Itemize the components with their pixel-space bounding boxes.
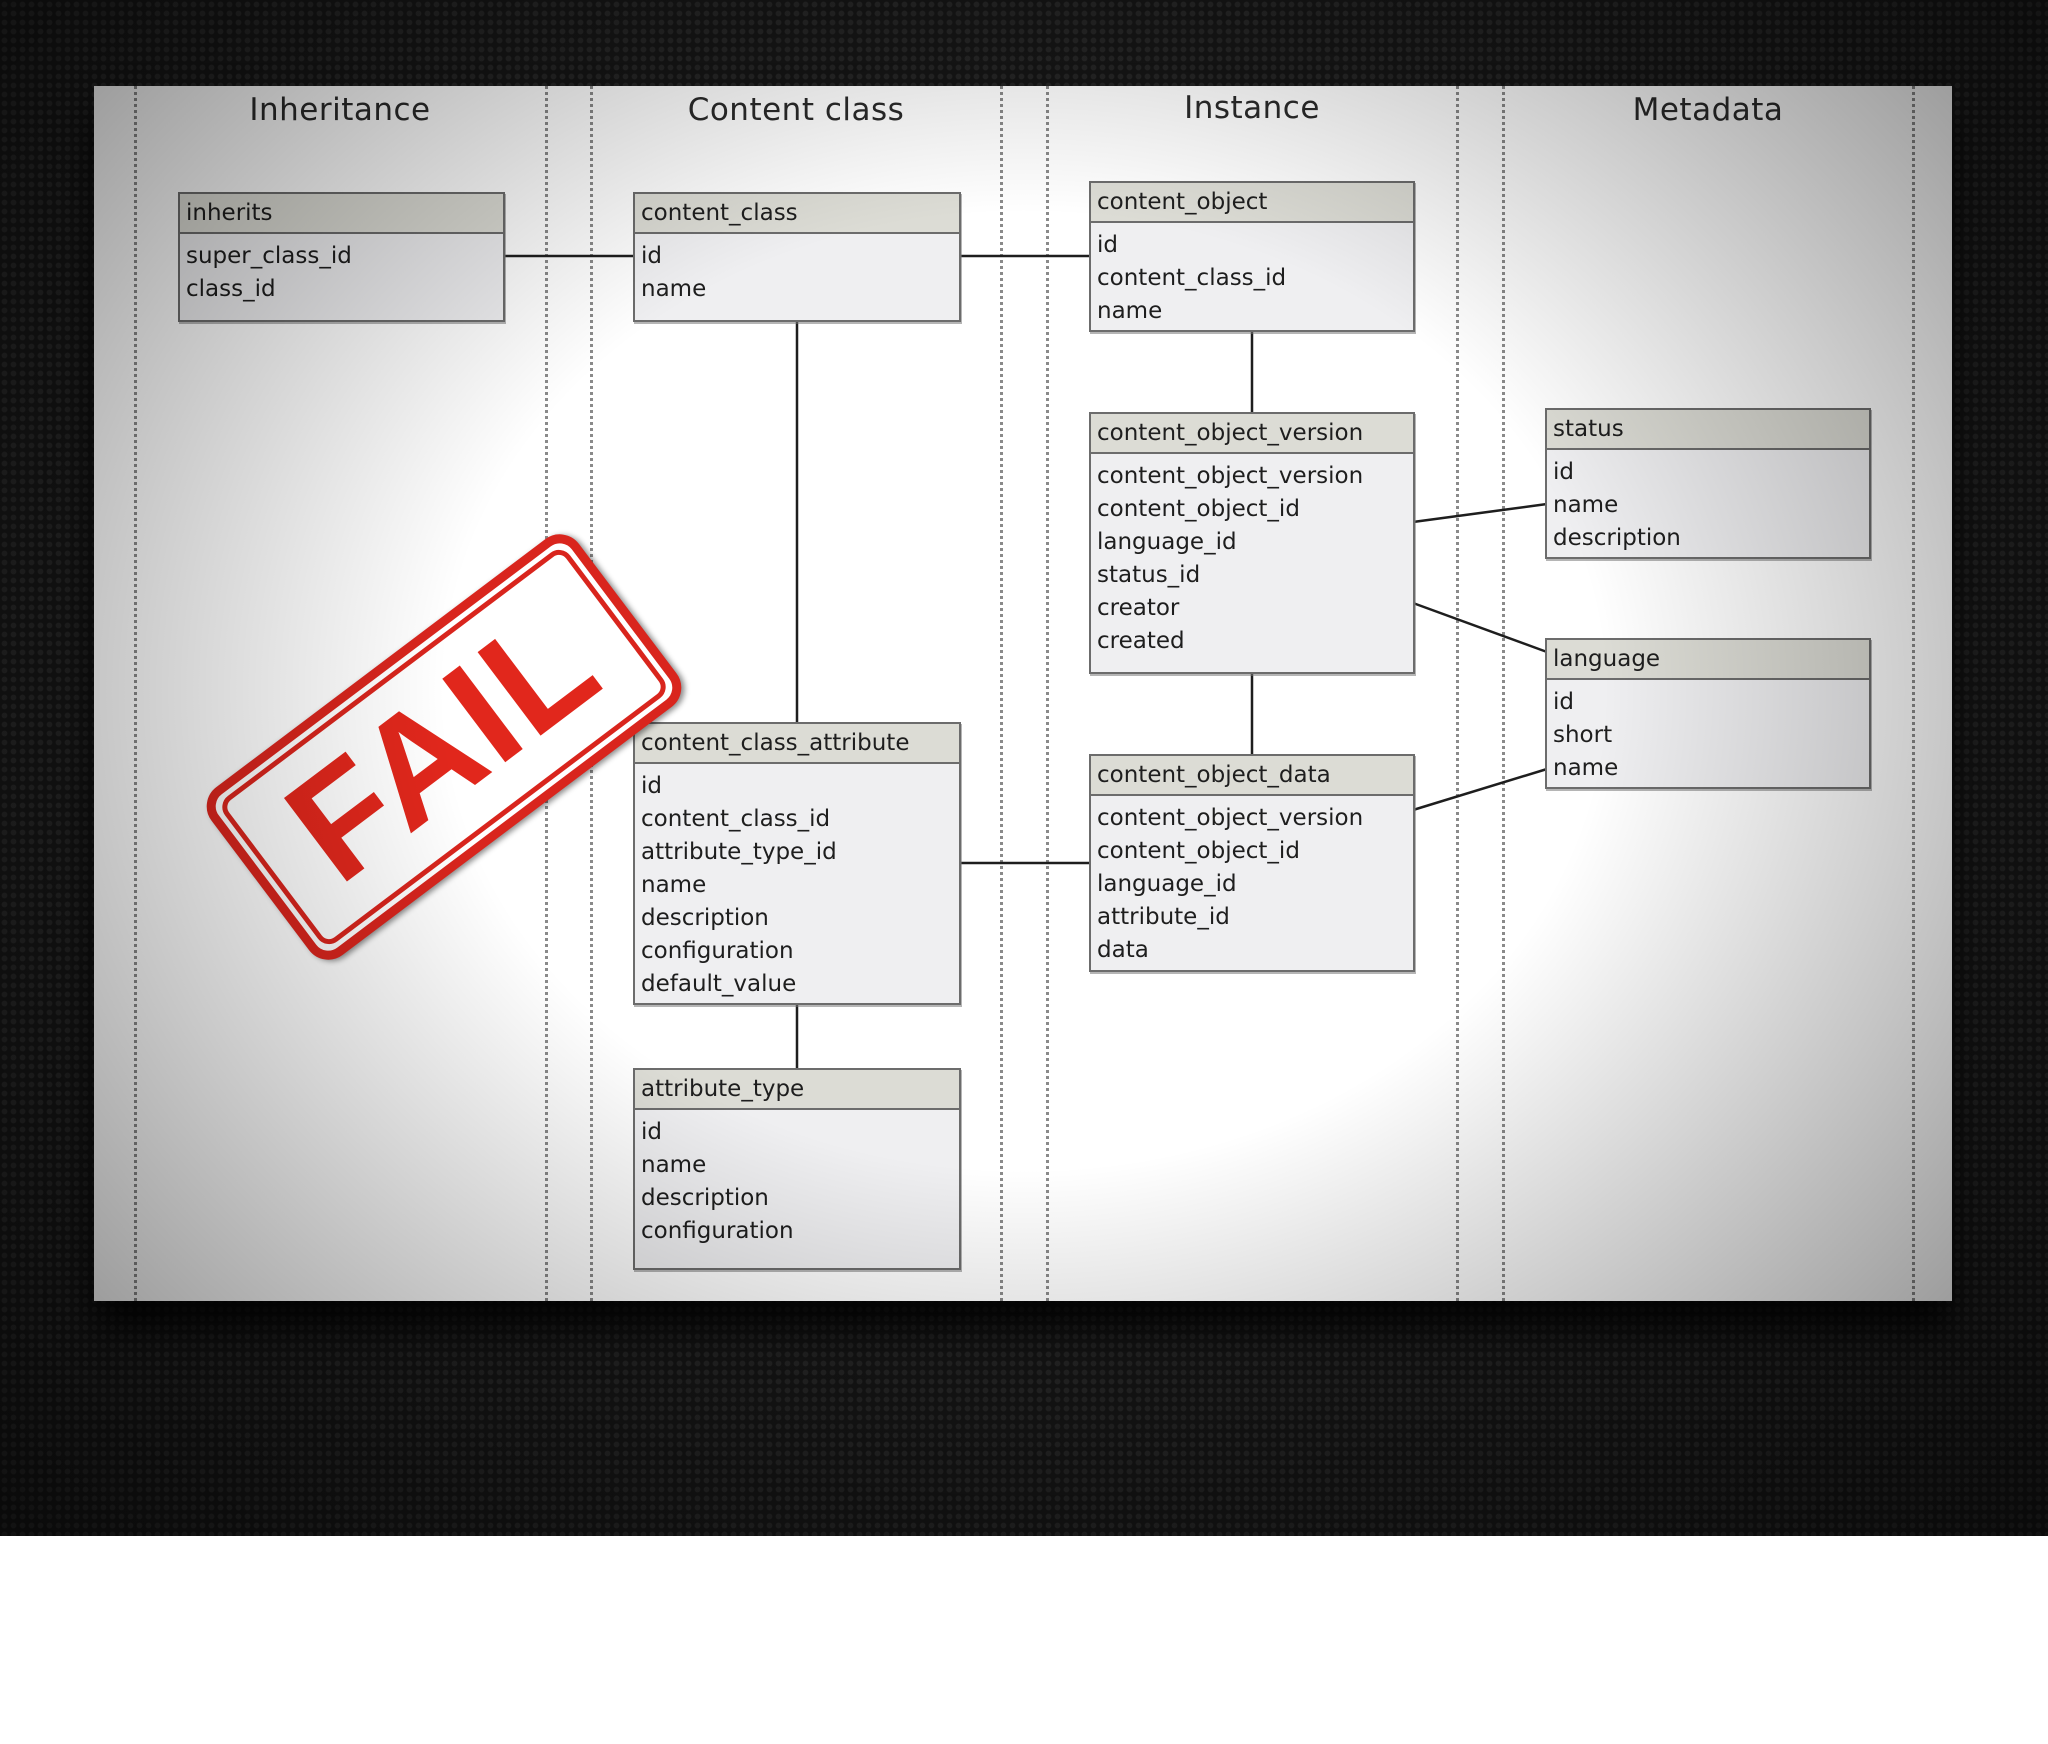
column-title-metadata: Metadata (1632, 92, 1784, 128)
entity-field: name (641, 1152, 707, 1178)
entity-field: id (641, 1119, 662, 1145)
entity-field: content_object_version (1097, 805, 1364, 831)
entity-field: id (641, 773, 662, 799)
entity-field: language_id (1097, 529, 1237, 555)
entity-field: id (1553, 459, 1574, 485)
entity-field: content_object_id (1097, 496, 1300, 522)
slide-background: Inheritance Content class Instance Metad… (0, 0, 2048, 1536)
entity-field: default_value (641, 971, 797, 997)
entity-field: configuration (641, 1218, 794, 1244)
entity-field: id (1097, 232, 1118, 258)
entity-field: description (641, 905, 769, 931)
entity-field: description (641, 1185, 769, 1211)
link-version-status (1412, 502, 1548, 524)
column-divider (1912, 86, 1915, 1301)
column-divider (1046, 86, 1049, 1301)
link-version-language (1412, 601, 1548, 654)
column-divider (134, 86, 137, 1301)
entity-field: data (1097, 937, 1149, 963)
entity-field: configuration (641, 938, 794, 964)
entity-content-object-version: content_object_version content_object_ve… (1089, 412, 1415, 674)
column-title-instance: Instance (1184, 90, 1320, 126)
entity-field: super_class_id (186, 243, 352, 269)
entity-field: content_object_id (1097, 838, 1300, 864)
entity-field: id (641, 243, 662, 269)
entity-title: inherits (180, 194, 503, 234)
entity-field: status_id (1097, 562, 1201, 588)
entity-field: creator (1097, 595, 1180, 621)
entity-field: short (1553, 722, 1613, 748)
relationship-lines (503, 254, 1548, 1070)
column-divider (1456, 86, 1459, 1301)
entity-inherits: inherits super_class_id class_id (178, 192, 505, 322)
entity-title: content_object (1091, 183, 1413, 223)
entity-field: content_object_version (1097, 463, 1364, 489)
entity-content-class-attribute: content_class_attribute id content_class… (633, 722, 961, 1005)
entity-content-object: content_object id content_class_id name (1089, 181, 1415, 332)
entity-field: attribute_id (1097, 904, 1230, 930)
entity-content-object-data: content_object_data content_object_versi… (1089, 754, 1415, 972)
entity-content-class: content_class id name (633, 192, 961, 322)
entity-field: content_class_id (641, 806, 831, 832)
entity-attribute-type: attribute_type id name description confi… (633, 1068, 961, 1270)
column-title-content-class: Content class (687, 92, 905, 128)
entity-field: attribute_type_id (641, 839, 837, 865)
entity-field: name (1553, 755, 1619, 781)
entity-field: name (641, 276, 707, 302)
entity-title: content_object_data (1091, 756, 1413, 796)
entity-status: status id name description (1545, 408, 1871, 559)
link-data-language (1412, 767, 1548, 812)
entity-title: content_class_attribute (635, 724, 959, 764)
entity-language: language id short name (1545, 638, 1871, 789)
column-divider (1000, 86, 1003, 1301)
entity-field: language_id (1097, 871, 1237, 897)
entity-title: language (1547, 640, 1869, 680)
entity-title: attribute_type (635, 1070, 959, 1110)
column-title-inheritance: Inheritance (249, 92, 431, 128)
entity-field: name (1097, 298, 1163, 324)
entity-title: content_object_version (1091, 414, 1413, 454)
column-divider (1502, 86, 1505, 1301)
entity-field: id (1553, 689, 1574, 715)
entity-field: class_id (186, 276, 276, 302)
entity-field: name (641, 872, 707, 898)
entity-field: name (1553, 492, 1619, 518)
entity-field: created (1097, 628, 1185, 654)
entity-field: content_class_id (1097, 265, 1287, 291)
entity-title: content_class (635, 194, 959, 234)
schema-slide: Inheritance Content class Instance Metad… (94, 86, 1952, 1301)
entity-title: status (1547, 410, 1869, 450)
entity-field: description (1553, 525, 1681, 551)
